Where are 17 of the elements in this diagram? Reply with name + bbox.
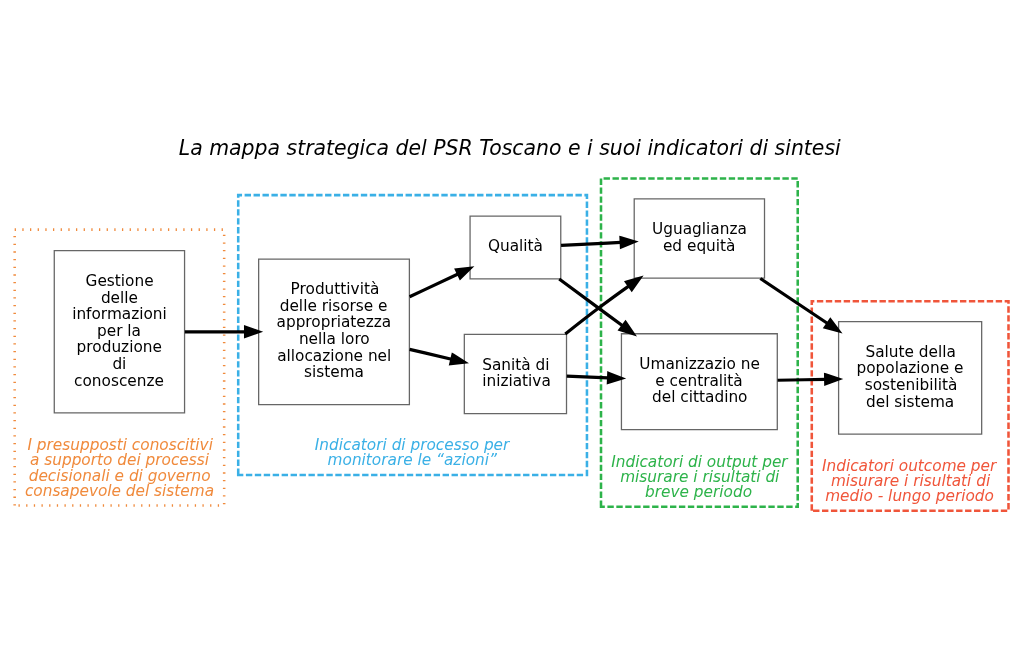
arrow — [408, 265, 474, 298]
arrow — [408, 347, 469, 365]
node-box: Gestione delle informazioni per la produzione di conoscenze — [53, 249, 185, 414]
arrow — [777, 372, 843, 386]
node-box: Sanità di iniziativa — [463, 333, 567, 414]
node-box: Uguaglianza ed equità — [633, 197, 765, 279]
arrow — [184, 324, 263, 339]
arrow — [566, 370, 626, 384]
diagram-title: La mappa strategica del PSR Toscano e i suoi indicatori di sintesi — [178, 135, 841, 160]
node-box: Produttività delle risorse e appropriatezza nella loro allocazione nel sistema — [257, 257, 410, 405]
node-box: Salute della popolazione e sostenibilità del sistema — [837, 320, 982, 435]
arrow — [557, 277, 637, 336]
arrow — [758, 276, 842, 333]
arrow — [563, 275, 644, 335]
arrow — [560, 235, 639, 249]
node-box: Umanizzazio ne e centralità del cittadino — [620, 332, 778, 430]
node-box: Qualità — [468, 215, 561, 279]
